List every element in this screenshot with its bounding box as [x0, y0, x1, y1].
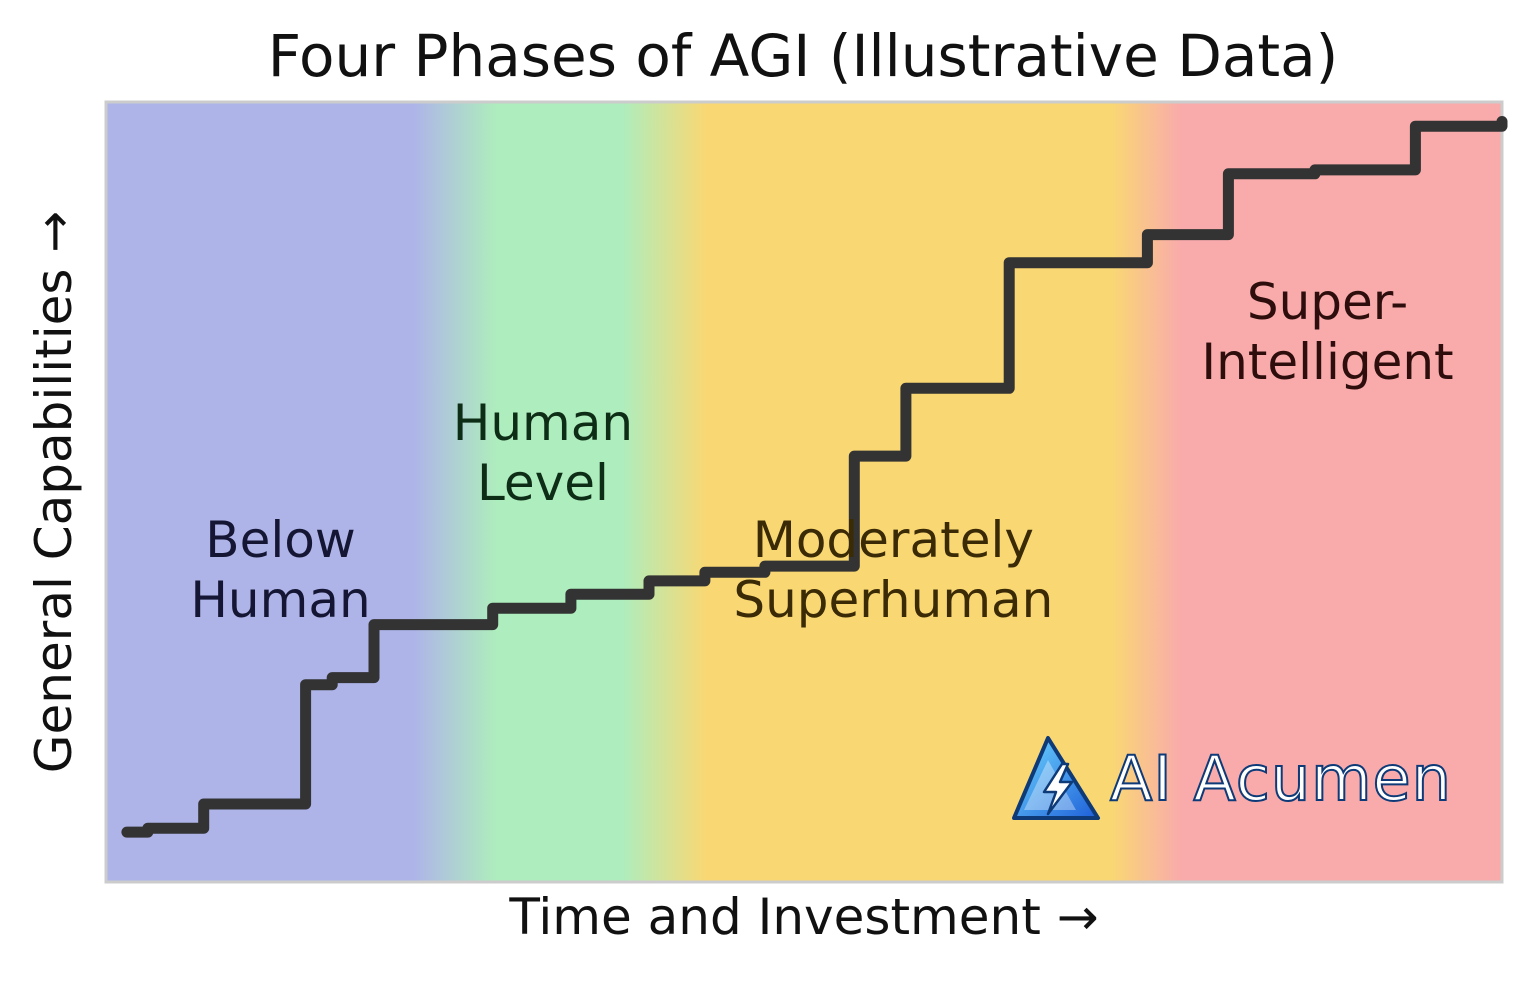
phase-label-line: Level	[476, 454, 609, 512]
phase-label-line: Super-	[1246, 273, 1409, 332]
y-axis-label: General Capabilities →	[25, 210, 83, 774]
phase-label-line: Human	[190, 571, 371, 629]
phase-label-line: Moderately	[752, 511, 1034, 569]
watermark-text: AI Acumen	[1109, 741, 1452, 816]
phase-label-line: Below	[205, 511, 356, 569]
watermark-logo: AI Acumen	[1010, 732, 1452, 824]
phase-label-line: Superhuman	[733, 571, 1054, 629]
capability-step-line	[121, 116, 1508, 838]
phase-background	[106, 102, 1502, 882]
lightning-triangle-icon	[1012, 736, 1100, 820]
phase-label-line: Human	[452, 394, 634, 452]
phase-label: Super-Intelligent	[1201, 272, 1453, 392]
plot-frame	[104, 100, 1504, 884]
phase-label-line: Intelligent	[1201, 333, 1454, 392]
x-axis-label: Time and Investment →	[509, 888, 1099, 946]
chart-title: Four Phases of AGI (Illustrative Data)	[267, 22, 1339, 90]
